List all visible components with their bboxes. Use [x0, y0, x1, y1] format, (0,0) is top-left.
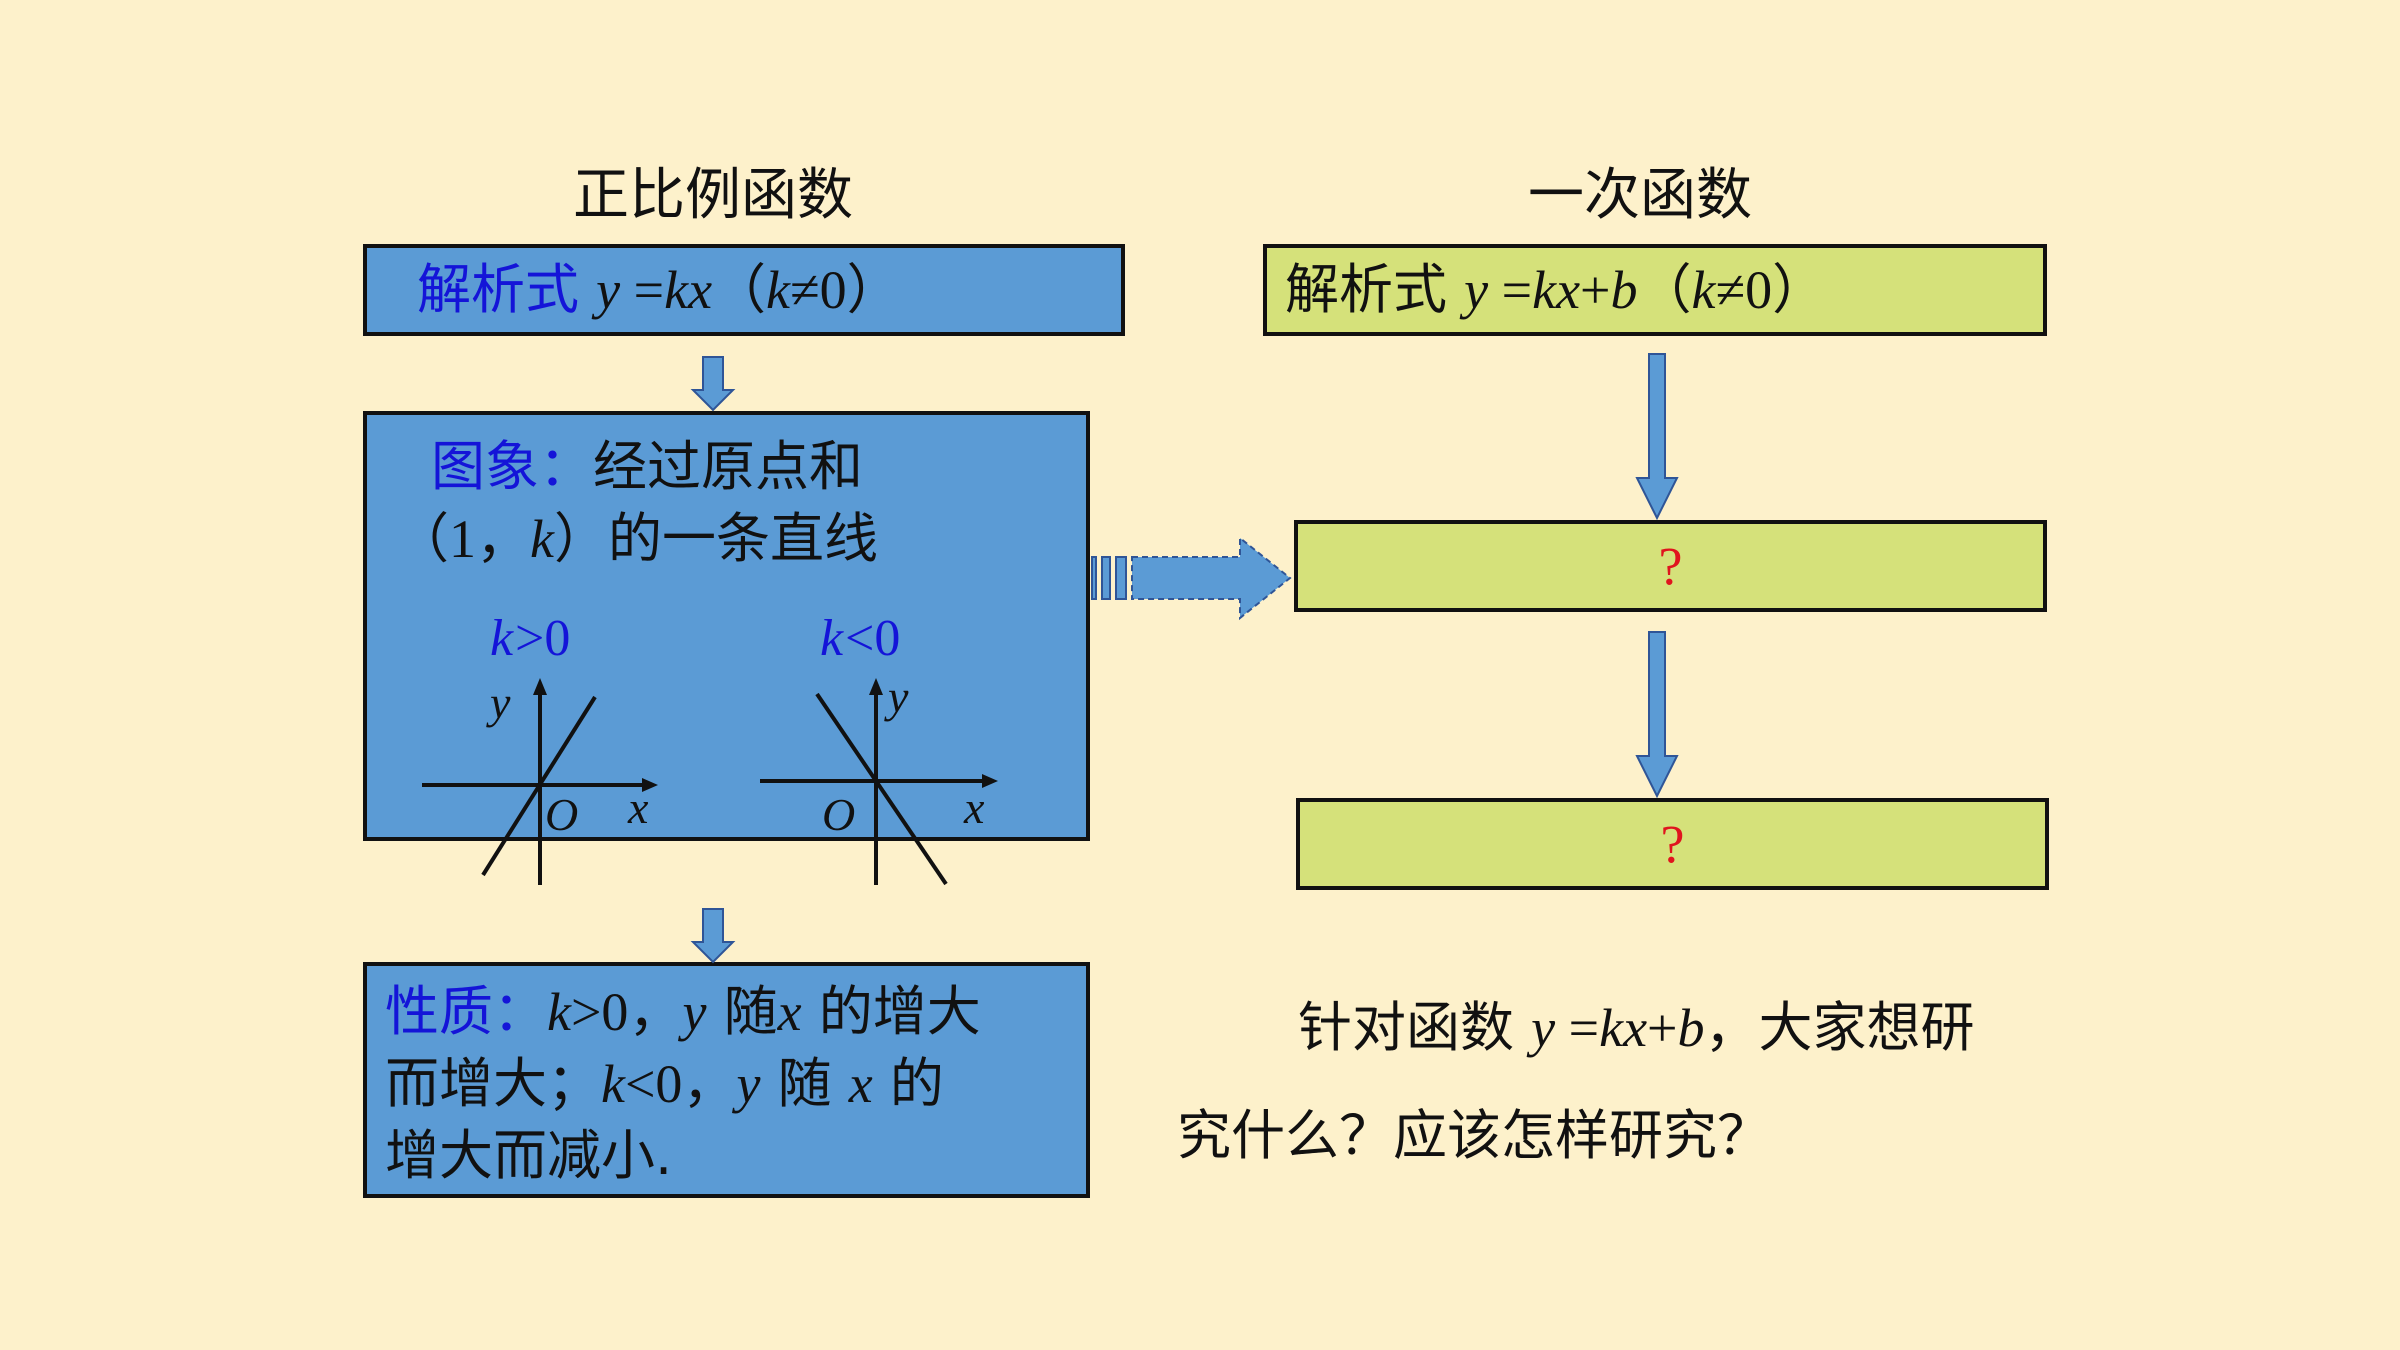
pos-axis-x: x	[627, 782, 649, 833]
question-line2: 究什么？应该怎样研究？	[1177, 1104, 1771, 1167]
right-formula-b: b	[1610, 260, 1638, 320]
neg-axis-y: y	[884, 671, 909, 722]
question-l1-plus: +	[1647, 998, 1678, 1058]
property-k2: k	[601, 1054, 625, 1114]
property-y2: y	[736, 1054, 761, 1114]
down-arrow-4	[1635, 631, 1679, 799]
question-mark-2: ?	[1660, 814, 1685, 874]
property-l2-start: 而增大；	[385, 1052, 601, 1115]
left-formula-box: 解析式 y =kx（k≠0）	[363, 244, 1125, 336]
pos-x-arrowhead	[642, 778, 658, 792]
formula-kx: kx	[664, 260, 713, 320]
question-mark-1: ?	[1658, 536, 1683, 596]
pos-axis-y: y	[486, 677, 511, 728]
question-l1-y: y	[1531, 998, 1556, 1058]
pos-case-rest: >0	[515, 610, 570, 667]
neg-axis-x: x	[963, 782, 985, 833]
property-label: 性质：	[385, 980, 547, 1043]
left-graph-box: 图象：经过原点和 （1，k）的一条直线	[363, 411, 1090, 841]
right-formula-cond: ≠0）	[1715, 260, 1827, 320]
neg-y-arrowhead	[869, 678, 883, 695]
neg-x-arrowhead	[982, 774, 998, 788]
right-unknown-box-2: ?	[1296, 798, 2049, 890]
graph-desc-line1: 经过原点和	[593, 435, 863, 498]
neg-origin: O	[822, 789, 855, 840]
formula-k: k	[766, 260, 791, 320]
graph-desc-line2: ）的一条直线	[553, 507, 878, 570]
neg-line	[815, 692, 948, 886]
formula-eq: =	[620, 260, 665, 320]
right-arrow	[1091, 535, 1292, 621]
formula-cond: ≠0）	[790, 260, 901, 320]
right-formula-eq: =	[1488, 260, 1533, 320]
right-formula-kx: kx	[1532, 260, 1581, 320]
question-line1: 针对函数 y =kx+b，大家想研	[1298, 992, 1975, 1064]
question-l1-a: 针对函数	[1298, 996, 1532, 1059]
property-y1: y	[682, 982, 707, 1042]
graph-desc-k: k	[530, 509, 554, 569]
formula-var-y: y	[596, 260, 621, 320]
pos-origin: O	[545, 789, 578, 840]
neg-case-k: k	[820, 610, 844, 667]
right-formula-k: k	[1691, 260, 1716, 320]
graph-negative-k: k <0 y x O	[760, 610, 998, 886]
pos-y-arrowhead	[533, 678, 547, 695]
property-cond2: <0，	[624, 1054, 737, 1114]
question-l1-g: ，大家想研	[1704, 996, 1975, 1059]
property-line3: 增大而减小.	[385, 1124, 673, 1187]
down-arrow-3	[1635, 353, 1679, 521]
left-property-box: 性质：k>0，y 随x 的增大 而增大；k<0，y 随 x 的 增大而减小.	[363, 962, 1090, 1198]
left-title: 正比例函数	[573, 163, 853, 228]
neg-case-rest: <0	[845, 610, 900, 667]
right-title: 一次函数	[1528, 163, 1752, 228]
property-sui2: 随	[760, 1052, 849, 1115]
pos-line	[481, 695, 597, 877]
formula-paren-open: （	[712, 258, 767, 321]
question-l1-eq: =	[1555, 998, 1600, 1058]
property-sui1: 随	[706, 980, 778, 1043]
down-arrow-2	[690, 908, 736, 964]
question-l1-b: b	[1677, 998, 1705, 1058]
question-l1-kx: kx	[1599, 998, 1648, 1058]
right-formula-box: 解析式 y =kx+b（k≠0）	[1263, 244, 2047, 336]
property-de1: 的增大	[801, 980, 981, 1043]
graph-desc-paren: （1，	[395, 509, 530, 569]
property-x2: x	[848, 1054, 873, 1114]
right-formula-label: 解析式	[1285, 258, 1447, 321]
property-cond1: >0，	[570, 982, 683, 1042]
property-x1: x	[777, 982, 802, 1042]
property-de2: 的	[872, 1052, 944, 1115]
right-unknown-box-1: ?	[1294, 520, 2047, 612]
right-formula-y: y	[1464, 260, 1489, 320]
graph-label: 图象：	[431, 435, 593, 498]
property-k1: k	[547, 982, 571, 1042]
down-arrow-1	[690, 356, 736, 412]
pos-case-k: k	[490, 610, 514, 667]
right-formula-plus: +	[1580, 260, 1611, 320]
right-formula-paren: （	[1637, 258, 1692, 321]
graph-positive-k: k >0 y x O	[422, 610, 658, 885]
formula-label: 解析式	[417, 258, 579, 321]
